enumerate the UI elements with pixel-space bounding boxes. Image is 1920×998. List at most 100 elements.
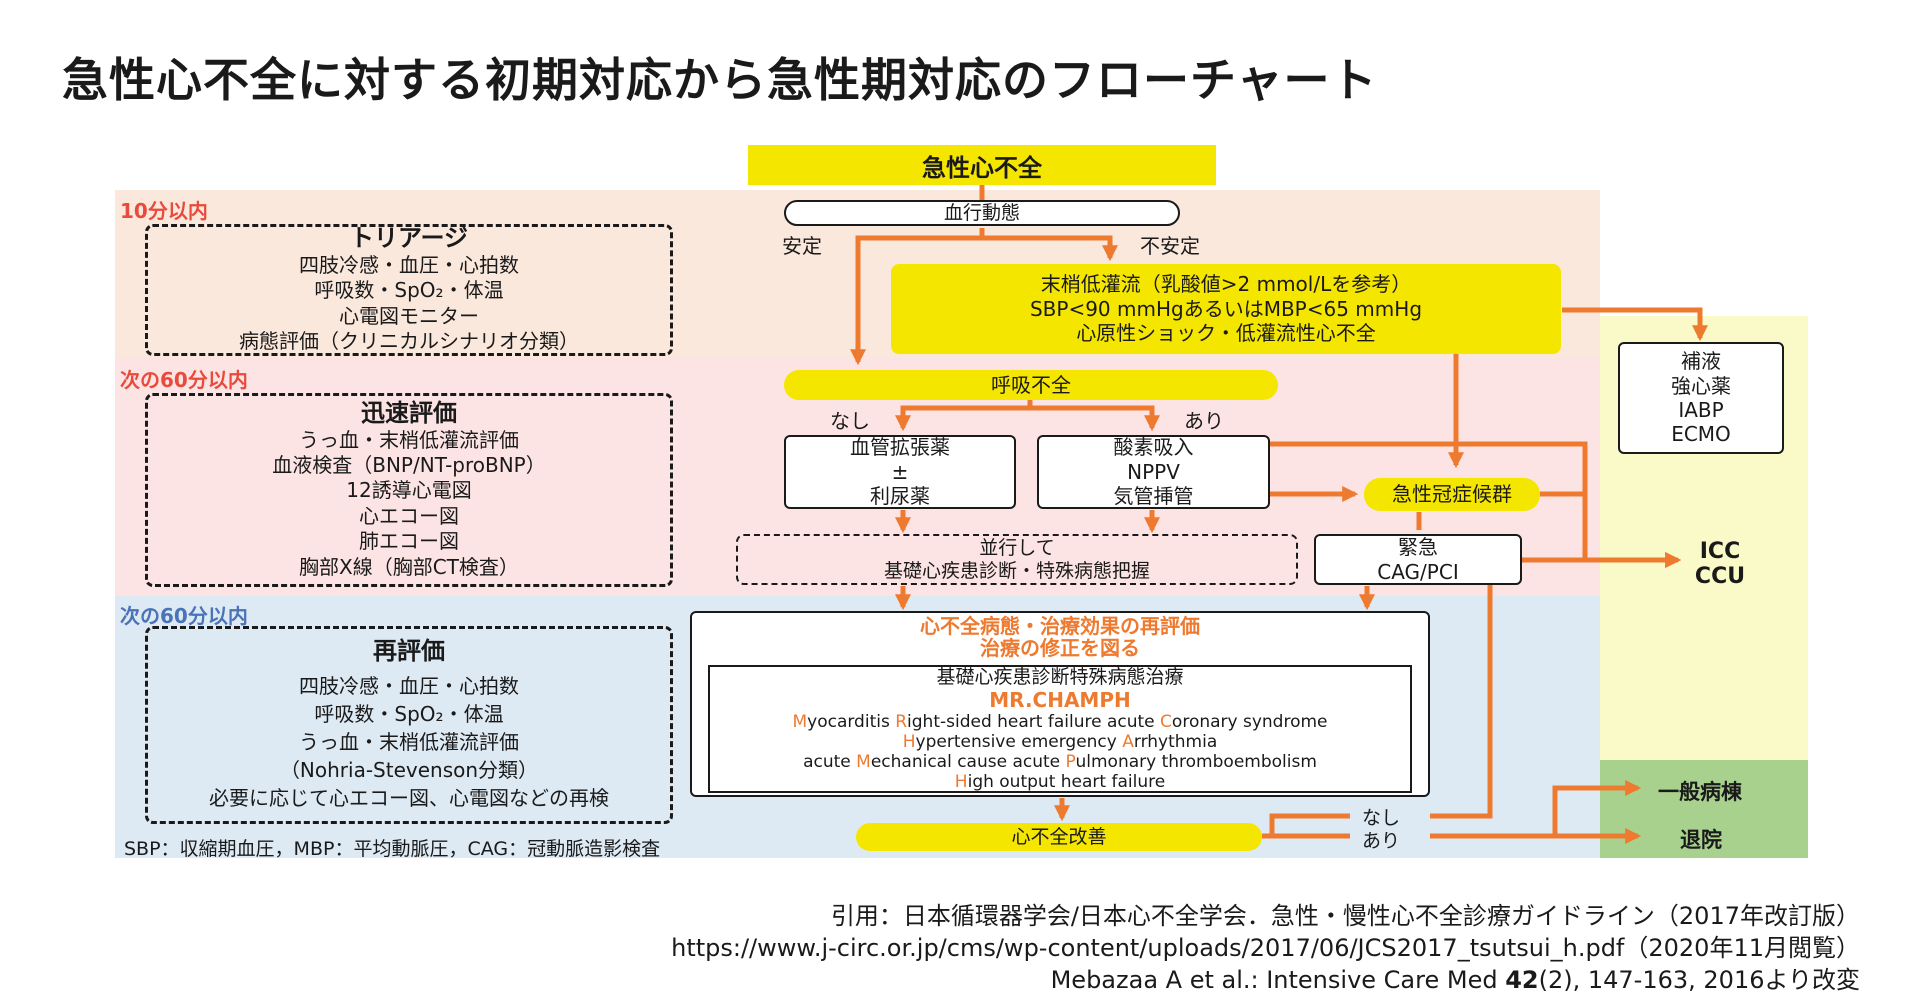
- rapid-eval-box: 迅速評価 うっ血・末梢低灌流評価 血液検査（BNP/NT-proBNP） 12誘…: [145, 393, 673, 587]
- vasodilator-line: 血管拡張薬: [850, 435, 950, 460]
- resp-failure-box: 呼吸不全: [784, 370, 1278, 400]
- arrow-shock-to-support: [1562, 307, 1709, 342]
- reeval-heading: 再評価: [373, 637, 445, 666]
- rapid-eval-line: 12誘導心電図: [346, 478, 472, 503]
- abbreviation-footnote: SBP：収縮期血圧，MBP：平均動脈圧，CAG：冠動脈造影検査: [124, 838, 661, 860]
- vasodilator-line: 利尿薬: [870, 484, 930, 509]
- reeval-title-line: 心不全病態・治療効果の再評価: [920, 614, 1200, 638]
- champh-initial: C: [1160, 711, 1172, 732]
- arrow-no-back: [1430, 557, 1585, 819]
- discharge-label: 退院: [1680, 828, 1722, 852]
- vasodilator-line: ±: [891, 459, 909, 484]
- reeval-line: うっ血・末梢低灌流評価: [299, 729, 519, 754]
- champh-text: acute: [803, 751, 857, 772]
- triage-line: 心電図モニター: [339, 303, 479, 328]
- champh-text: ight-sided heart failure acute: [907, 711, 1161, 732]
- resp-no-label: なし: [830, 409, 870, 433]
- citation-volume: 42: [1505, 966, 1539, 994]
- hemodynamics-box: 血行動態: [784, 200, 1180, 226]
- zone-label-10min: 10分以内: [120, 199, 208, 223]
- rapid-eval-heading: 迅速評価: [361, 399, 457, 428]
- improvement-label: 心不全改善: [1011, 825, 1107, 848]
- treatment-reeval-box: 心不全病態・治療効果の再評価 治療の修正を図る 基礎心疾患診断特殊病態治療 MR…: [690, 611, 1430, 797]
- reeval-line: （Nohria-Stevenson分類）: [279, 757, 539, 782]
- champh-initial: M: [792, 711, 808, 732]
- improve-no-label: なし: [1362, 807, 1401, 829]
- rapid-eval-line: 心エコー図: [359, 503, 459, 528]
- oxygen-line: 気管挿管: [1113, 484, 1194, 509]
- champh-text: ypertensive emergency: [915, 731, 1123, 752]
- parallel-line: 基礎心疾患診断・特殊病態把握: [883, 559, 1150, 582]
- reeval-title-line: 治療の修正を図る: [980, 636, 1140, 660]
- arrow-improve-split: [1262, 813, 1350, 839]
- support-box: 補液 強心薬 IABP ECMO: [1618, 342, 1784, 454]
- shock-line: SBP<90 mmHgあるいはMBP<65 mmHg: [1029, 296, 1423, 321]
- pci-box: 緊急 CAG/PCI: [1314, 534, 1522, 585]
- champh-initial: H: [902, 731, 916, 752]
- parallel-box: 並行して 基礎心疾患診断・特殊病態把握: [736, 534, 1298, 585]
- unstable-label: 不安定: [1140, 234, 1200, 258]
- triage-line: 病態評価（クリニカルシナリオ分類）: [239, 329, 579, 354]
- shock-box: 末梢低灌流（乳酸値>2 mmol/Lを参考） SBP<90 mmHgあるいはMB…: [891, 264, 1561, 354]
- triage-line: 呼吸数・SpO₂・体温: [314, 278, 504, 303]
- improvement-box: 心不全改善: [856, 823, 1262, 851]
- citation-line-3-pre: Mebazaa A et al.: Intensive Care Med: [1050, 966, 1506, 994]
- rapid-eval-line: 肺エコー図: [359, 529, 459, 554]
- support-line: 補液: [1681, 349, 1721, 374]
- support-line: IABP: [1678, 398, 1724, 422]
- triage-box: トリアージ 四肢冷感・血圧・心拍数 呼吸数・SpO₂・体温 心電図モニター 病態…: [145, 224, 673, 356]
- arrow-resp-no: [894, 398, 1033, 432]
- general-ward-label: 一般病棟: [1658, 780, 1742, 804]
- champh-text: rrhythmia: [1133, 731, 1218, 752]
- oxygen-line: 酸素吸入: [1113, 435, 1194, 460]
- champh-row: Myocarditis Right-sided heart failure ac…: [792, 712, 1327, 732]
- support-line: 強心薬: [1671, 373, 1731, 398]
- hemodynamics-label: 血行動態: [943, 201, 1020, 224]
- oxygen-box: 酸素吸入 NPPV 気管挿管: [1037, 435, 1270, 509]
- champh-row: High output heart failure: [792, 772, 1327, 792]
- ccu-label: CCU: [1694, 564, 1746, 589]
- champh-label: MR.CHAMPH: [989, 687, 1131, 712]
- citation-line-3-post: (2), 147-163, 2016より改変: [1538, 966, 1860, 994]
- reeval-line: 必要に応じて心エコー図、心電図などの再検: [209, 785, 609, 810]
- ahf-box: 急性心不全: [748, 145, 1216, 185]
- arrow-resp-yes: [1030, 405, 1161, 432]
- champh-initial: A: [1122, 731, 1134, 752]
- rapid-eval-line: 胸部X線（胸部CT検査）: [299, 554, 519, 579]
- ahf-label: 急性心不全: [922, 153, 1042, 182]
- stable-label: 安定: [782, 234, 822, 258]
- champh-text: oronary syndrome: [1171, 711, 1328, 732]
- rapid-eval-line: うっ血・末梢低灌流評価: [299, 427, 519, 452]
- zone-label-next60-a: 次の60分以内: [120, 368, 248, 392]
- improve-yes-label: あり: [1362, 830, 1401, 852]
- resp-failure-label: 呼吸不全: [991, 372, 1071, 397]
- shock-line: 心原性ショック・低灌流性心不全: [1076, 321, 1376, 346]
- basic-treatment-label: 基礎心疾患診断特殊病態治療: [936, 666, 1184, 689]
- champh-row: acute Mechanical cause acute Pulmonary t…: [792, 752, 1327, 772]
- champh-initial: H: [954, 771, 968, 792]
- oxygen-line: NPPV: [1127, 459, 1180, 484]
- arrow-unstable: [982, 235, 1119, 262]
- acs-label: 急性冠症候群: [1392, 482, 1512, 507]
- champh-text: igh output heart failure: [967, 771, 1166, 792]
- zone-label-next60-b: 次の60分以内: [120, 604, 248, 628]
- icc-ccu-label: ICC CCU: [1680, 536, 1760, 592]
- pci-line: 緊急: [1398, 535, 1438, 560]
- pci-line: CAG/PCI: [1377, 559, 1459, 584]
- parallel-line: 並行して: [979, 536, 1055, 559]
- champh-row: Hypertensive emergency Arrhythmia: [792, 732, 1327, 752]
- triage-line: 四肢冷感・血圧・心拍数: [299, 253, 519, 278]
- citation-line-3: Mebazaa A et al.: Intensive Care Med 42(…: [1051, 960, 1860, 995]
- page-title: 急性心不全に対する初期対応から急性期対応のフローチャート: [62, 53, 1378, 107]
- champh-text: yocarditis: [807, 711, 896, 732]
- reeval-line: 呼吸数・SpO₂・体温: [314, 701, 504, 726]
- arrow-yes-to-ward: [1552, 779, 1642, 836]
- champh-initial: M: [856, 751, 871, 772]
- acs-box: 急性冠症候群: [1364, 478, 1540, 511]
- shock-line: 末梢低灌流（乳酸値>2 mmol/Lを参考）: [1040, 272, 1412, 297]
- champh-text: ulmonary thromboembolism: [1075, 751, 1317, 772]
- reeval-box: 再評価 四肢冷感・血圧・心拍数 呼吸数・SpO₂・体温 うっ血・末梢低灌流評価 …: [145, 626, 673, 824]
- reeval-line: 四肢冷感・血圧・心拍数: [299, 673, 519, 698]
- arrow-stable: [849, 228, 985, 366]
